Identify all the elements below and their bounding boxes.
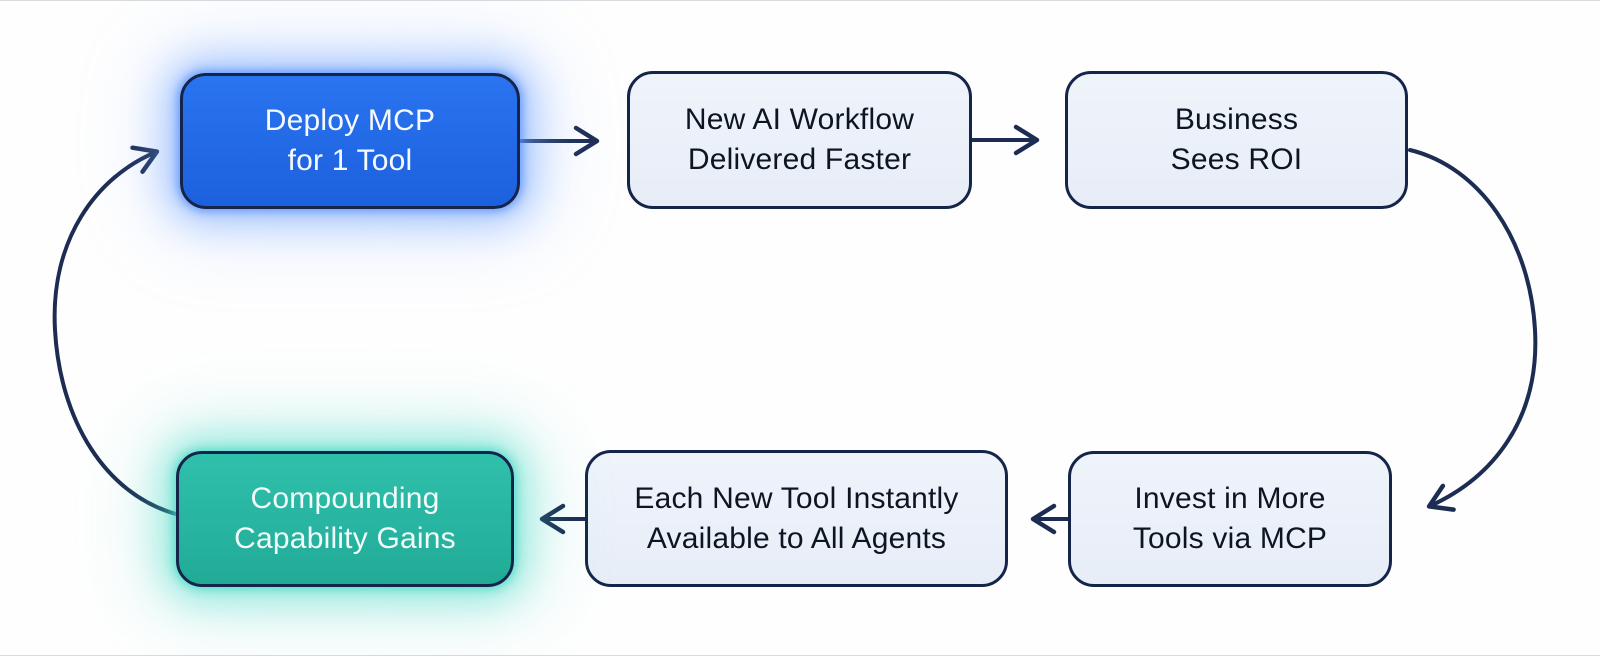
- node-label-line: Sees ROI: [1170, 143, 1303, 176]
- canvas-top-border: [0, 0, 1600, 1]
- node-label-line: for 1 Tool: [287, 144, 413, 177]
- node-label-line: Business: [1174, 103, 1299, 137]
- node-label-line: Tools via MCP: [1132, 522, 1328, 555]
- node-label-line: Capability Gains: [234, 522, 456, 555]
- arrow-roi-to-invest-curve: [1408, 148, 1538, 512]
- node-label-line: Invest in More: [1134, 482, 1326, 516]
- node-deploy-mcp: Deploy MCP for 1 Tool: [180, 73, 520, 209]
- node-invest-more-tools: Invest in More Tools via MCP: [1068, 451, 1392, 587]
- node-each-new-tool: Each New Tool Instantly Available to All…: [585, 450, 1008, 587]
- node-label-line: New AI Workflow: [684, 103, 915, 137]
- node-new-ai-workflow: New AI Workflow Delivered Faster: [627, 71, 972, 209]
- node-label-line: Compounding: [250, 482, 440, 516]
- node-business-sees-roi: Business Sees ROI: [1065, 71, 1408, 209]
- node-compounding-gains: Compounding Capability Gains: [176, 451, 514, 587]
- node-label-line: Delivered Faster: [687, 143, 912, 176]
- node-label-line: Each New Tool Instantly: [634, 481, 959, 515]
- node-label-line: Deploy MCP: [264, 104, 436, 138]
- arrow-gains-to-deploy-curve: [52, 145, 178, 516]
- node-label-line: Available to All Agents: [646, 521, 947, 555]
